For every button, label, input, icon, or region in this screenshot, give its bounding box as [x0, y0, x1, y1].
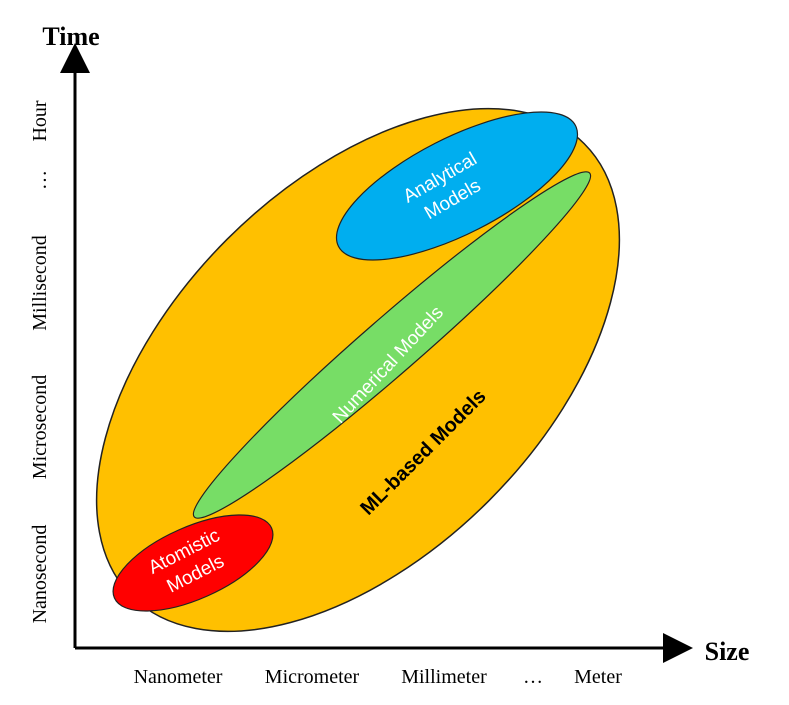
- y-tick-label: …: [29, 170, 51, 190]
- y-tick-label: Millisecond: [29, 235, 51, 331]
- x-tick-label: Micrometer: [265, 666, 360, 688]
- x-tick-label: Nanometer: [134, 666, 223, 688]
- atomistic-models-region: [112, 514, 274, 612]
- x-tick-label: …: [523, 666, 543, 688]
- y-axis-title: Time: [42, 22, 99, 51]
- y-tick-label: Nanosecond: [29, 525, 51, 624]
- numerical-models-region: [192, 171, 592, 519]
- x-tick-label: Millimeter: [401, 666, 487, 688]
- analytical-models-region: [335, 111, 579, 261]
- y-tick-label: Hour: [29, 100, 51, 141]
- x-tick-label: Meter: [574, 666, 622, 688]
- y-tick-label: Microsecond: [29, 375, 51, 479]
- x-axis-title: Size: [705, 637, 750, 666]
